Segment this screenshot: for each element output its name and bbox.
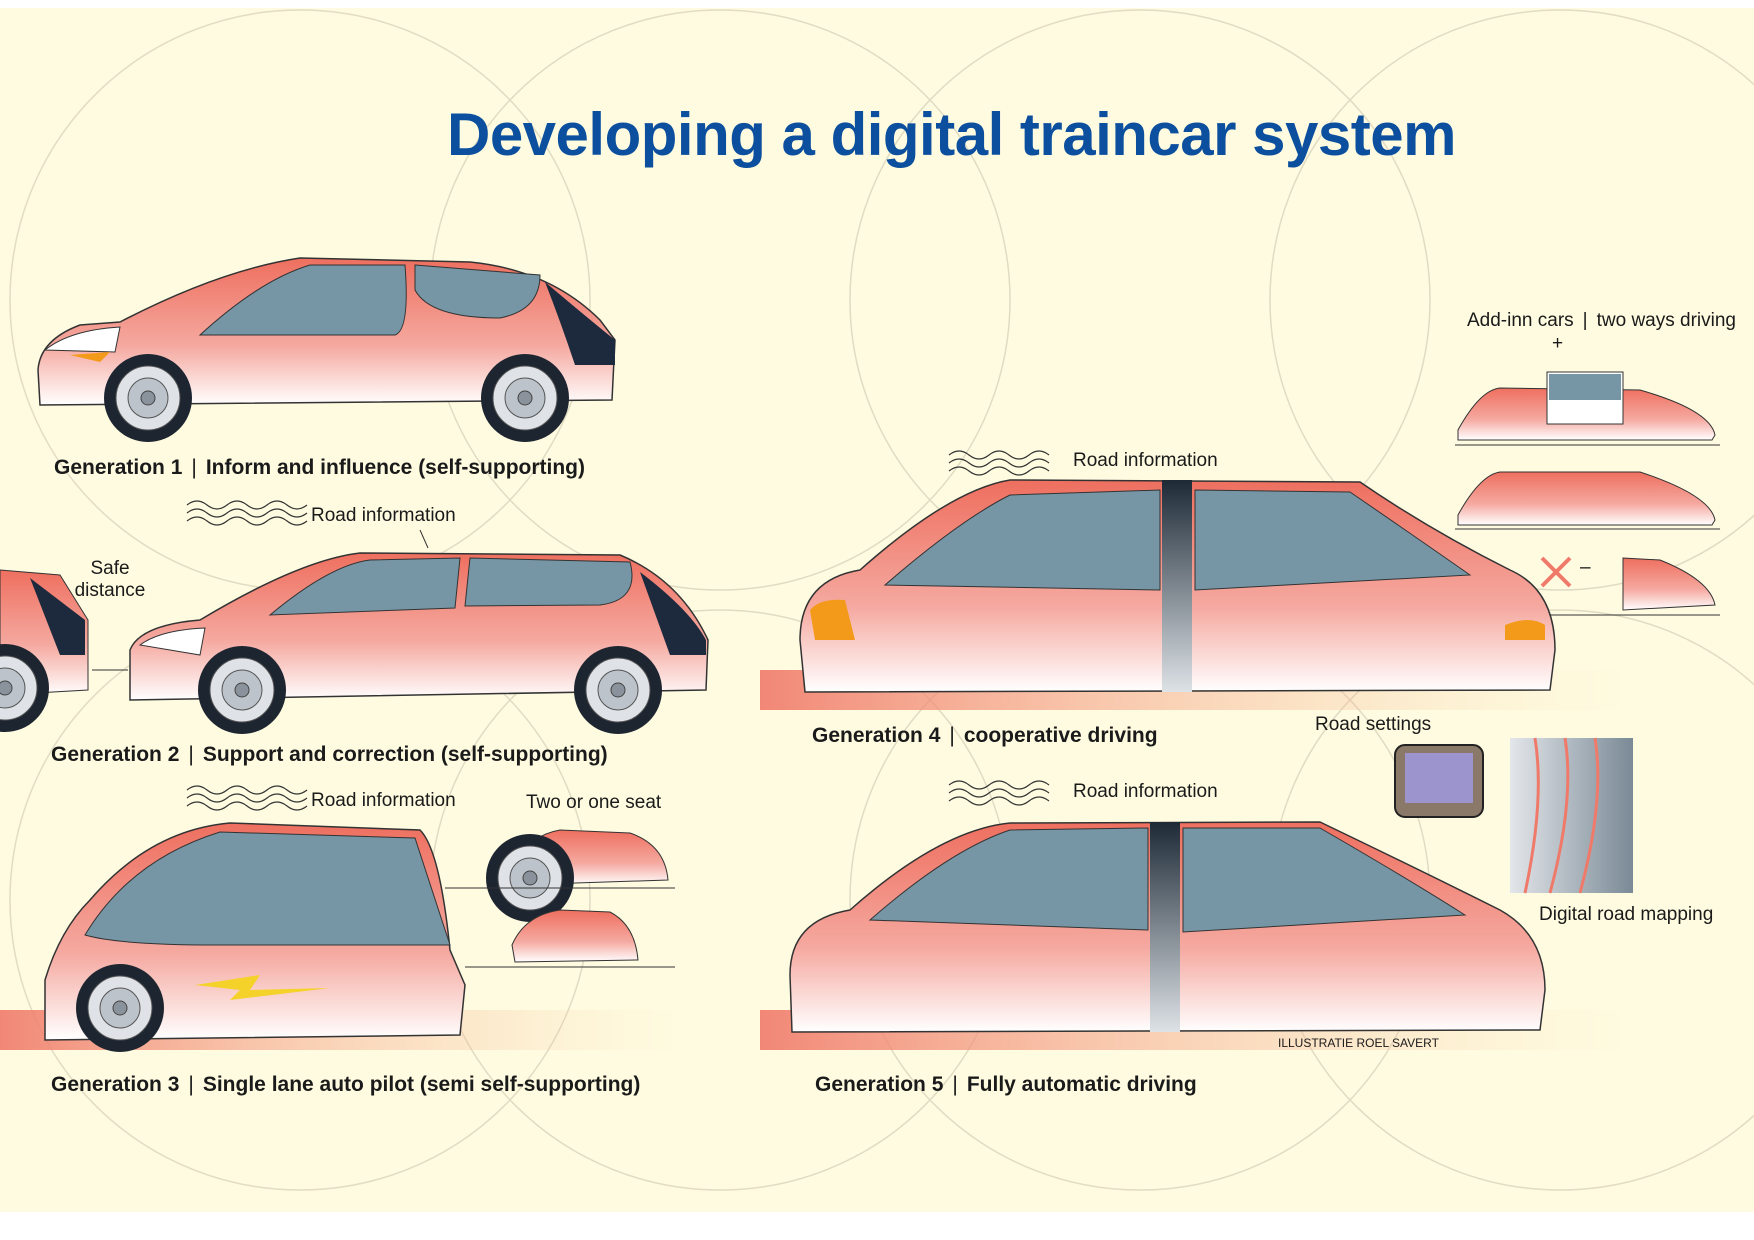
remove-cross-icon <box>1540 556 1572 588</box>
generation-4-car <box>760 479 1630 710</box>
road-information-label: Road information <box>311 505 456 526</box>
road-information-label: Road information <box>1073 450 1218 471</box>
two-ways-text: two ways driving <box>1596 310 1736 331</box>
separator: | <box>949 724 955 747</box>
separator: | <box>1582 310 1588 331</box>
digital-road-map <box>1510 737 1633 894</box>
add-inn-cars-diagram <box>1455 371 1720 616</box>
separator: | <box>188 743 194 766</box>
generation-description: cooperative driving <box>963 724 1158 747</box>
generation-number: Generation 2 <box>51 743 180 766</box>
generation-number: Generation 3 <box>51 1073 180 1096</box>
generation-3-label: Generation 3 | Single lane auto pilot (sem… <box>51 1073 640 1097</box>
generation-description: Single lane auto pilot (semi self-suppor… <box>202 1073 641 1096</box>
generation-number: Generation 1 <box>54 456 183 479</box>
add-inn-text: Add-inn cars <box>1467 310 1574 331</box>
separator: | <box>191 456 197 479</box>
plus-sign: + <box>1552 333 1564 354</box>
digital-road-mapping-label: Digital road mapping <box>1539 904 1714 925</box>
safe-distance-line: Safe <box>90 558 130 579</box>
safe-distance-line: distance <box>74 580 146 601</box>
generation-5-label: Generation 5 | Fully automatic driving <box>815 1073 1197 1097</box>
generation-description: Support and correction (self-supporting) <box>202 743 608 766</box>
generation-3-car <box>0 822 680 1053</box>
small-car-one-seat <box>511 909 639 963</box>
generation-2-car <box>0 529 709 735</box>
separator: | <box>952 1073 958 1096</box>
generation-5-car <box>760 737 1633 1050</box>
generation-description: Inform and influence (self-supporting) <box>205 456 586 479</box>
illustration-credit: ILLUSTRATIE ROEL SAVERT <box>1278 1036 1439 1050</box>
road-information-label: Road information <box>311 790 456 811</box>
generation-number: Generation 4 <box>812 724 941 747</box>
page-title: Developing a digital traincar system <box>446 101 1457 168</box>
add-inn-cars-label: Add-inn cars | two ways driving <box>1467 310 1736 332</box>
small-car-two-seat <box>485 829 669 923</box>
separator: | <box>188 1073 194 1096</box>
minus-sign: – <box>1580 557 1591 578</box>
tablet-icon <box>1394 744 1484 818</box>
generation-description: Fully automatic driving <box>966 1073 1197 1096</box>
generation-number: Generation 5 <box>815 1073 944 1096</box>
road-settings-label: Road settings <box>1315 714 1432 735</box>
road-information-wave-icon <box>186 450 1050 811</box>
generation-1-car <box>37 257 616 443</box>
generation-4-label: Generation 4 | cooperative driving <box>812 724 1158 748</box>
road-information-label: Road information <box>1073 781 1218 802</box>
two-or-one-seat-label: Two or one seat <box>526 792 662 813</box>
generation-1-label: Generation 1 | Inform and influence (self-… <box>54 456 585 480</box>
generation-2-label: Generation 2 | Support and correction (sel… <box>51 743 608 767</box>
